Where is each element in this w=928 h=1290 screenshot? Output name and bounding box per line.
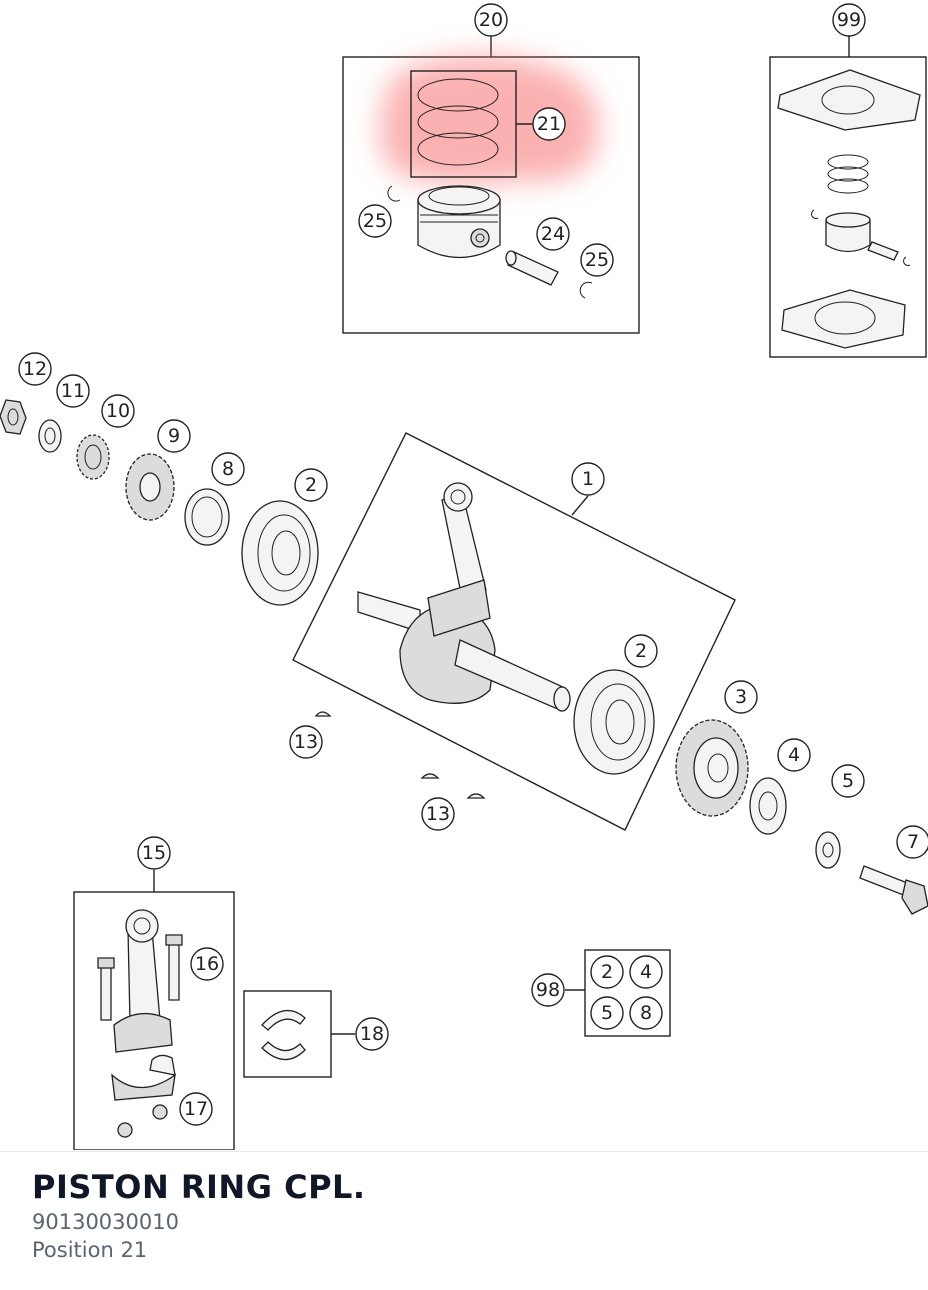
callout-label: 12 xyxy=(23,358,47,380)
callout-18[interactable]: 18 xyxy=(355,1017,389,1051)
kit98-item-2[interactable]: 2 xyxy=(590,955,624,989)
seal-8 xyxy=(184,488,230,546)
callout-7[interactable]: 7 xyxy=(896,825,928,859)
part-info-panel: PISTON RING CPL. 90130030010 Position 21 xyxy=(32,1166,892,1264)
callout-label: 13 xyxy=(294,731,318,753)
callout-label: 7 xyxy=(907,831,919,853)
circlip-25a xyxy=(387,185,401,202)
part-position: Position 21 xyxy=(32,1238,148,1262)
callout-20[interactable]: 20 xyxy=(474,3,508,37)
callout-12[interactable]: 12 xyxy=(18,352,52,386)
piston-rings-21[interactable] xyxy=(410,70,533,178)
piston xyxy=(417,185,501,259)
callout-label: 24 xyxy=(541,223,565,245)
washer-5 xyxy=(815,831,841,869)
callout-99[interactable]: 99 xyxy=(832,3,866,37)
callout-1[interactable]: 1 xyxy=(571,462,605,496)
kit98-item-4[interactable]: 4 xyxy=(629,955,663,989)
gear-3 xyxy=(675,719,749,817)
circlip-25b xyxy=(579,281,593,299)
crankshaft xyxy=(357,482,571,712)
callout-label: 17 xyxy=(184,1098,208,1120)
callout-2b[interactable]: 2 xyxy=(624,634,658,668)
callout-15[interactable]: 15 xyxy=(137,836,171,870)
callout-8[interactable]: 8 xyxy=(211,452,245,486)
part-name: PISTON RING CPL. xyxy=(32,1168,366,1206)
callout-label: 4 xyxy=(640,961,652,983)
callout-label: 25 xyxy=(585,249,609,271)
callout-label: 3 xyxy=(735,686,747,708)
group-box-18 xyxy=(243,990,355,1078)
callout-4[interactable]: 4 xyxy=(777,738,811,772)
callout-label: 15 xyxy=(142,842,166,864)
gear-9 xyxy=(125,453,175,521)
washer-11 xyxy=(38,419,62,453)
callout-label: 11 xyxy=(61,380,85,402)
group-box-1 xyxy=(292,432,736,831)
callout-label: 8 xyxy=(640,1002,652,1024)
plate-4 xyxy=(749,777,787,835)
callout-98[interactable]: 98 xyxy=(531,973,565,1007)
callout-label: 1 xyxy=(582,468,594,490)
group-box-99 xyxy=(769,34,927,358)
bearing-2b xyxy=(573,669,655,775)
callout-10[interactable]: 10 xyxy=(101,394,135,428)
callout-2a[interactable]: 2 xyxy=(294,468,328,502)
bolt-7 xyxy=(859,865,928,915)
callout-label: 18 xyxy=(360,1023,384,1045)
callout-11[interactable]: 11 xyxy=(56,374,90,408)
callout-13b[interactable]: 13 xyxy=(421,797,455,831)
callout-24[interactable]: 24 xyxy=(536,217,570,251)
kit98-item-8[interactable]: 8 xyxy=(629,996,663,1030)
callout-label: 99 xyxy=(837,9,861,31)
callout-5[interactable]: 5 xyxy=(831,764,865,798)
callout-label: 20 xyxy=(479,9,503,31)
callout-25a[interactable]: 25 xyxy=(358,204,392,238)
callout-label: 2 xyxy=(635,640,647,662)
callout-13a[interactable]: 13 xyxy=(289,725,323,759)
part-number: 90130030010 xyxy=(32,1210,179,1234)
callout-label: 21 xyxy=(537,113,561,135)
woodruff-keys-13 xyxy=(314,711,486,799)
kit98-item-5[interactable]: 5 xyxy=(590,996,624,1030)
callout-25b[interactable]: 25 xyxy=(580,243,614,277)
callout-label: 8 xyxy=(222,458,234,480)
nut-12 xyxy=(0,399,27,435)
callout-label: 16 xyxy=(195,953,219,975)
gear-10 xyxy=(76,434,110,480)
callout-16[interactable]: 16 xyxy=(190,947,224,981)
exploded-parts-diagram: 20 99 21 25 24 25 12 11 10 9 8 2 1 2 3 4… xyxy=(0,3,928,1150)
callout-label: 2 xyxy=(601,961,613,983)
group-box-98 xyxy=(565,949,671,1037)
callout-21[interactable]: 21 xyxy=(532,107,566,141)
callout-label: 13 xyxy=(426,803,450,825)
callout-label: 25 xyxy=(363,210,387,232)
callout-label: 2 xyxy=(305,474,317,496)
callout-label: 98 xyxy=(536,979,560,1001)
group-box-15 xyxy=(73,870,235,1150)
position-21-highlight[interactable] xyxy=(380,56,599,184)
callout-label: 9 xyxy=(168,425,180,447)
callout-9[interactable]: 9 xyxy=(157,419,191,453)
callout-3[interactable]: 3 xyxy=(724,680,758,714)
callout-label: 10 xyxy=(106,400,130,422)
callout-label: 5 xyxy=(601,1002,613,1024)
callout-label: 5 xyxy=(842,770,854,792)
piston-pin-24 xyxy=(505,250,559,286)
bearing-2a xyxy=(241,500,319,606)
divider xyxy=(0,1151,928,1152)
callout-17[interactable]: 17 xyxy=(179,1092,213,1126)
callout-label: 4 xyxy=(788,744,800,766)
